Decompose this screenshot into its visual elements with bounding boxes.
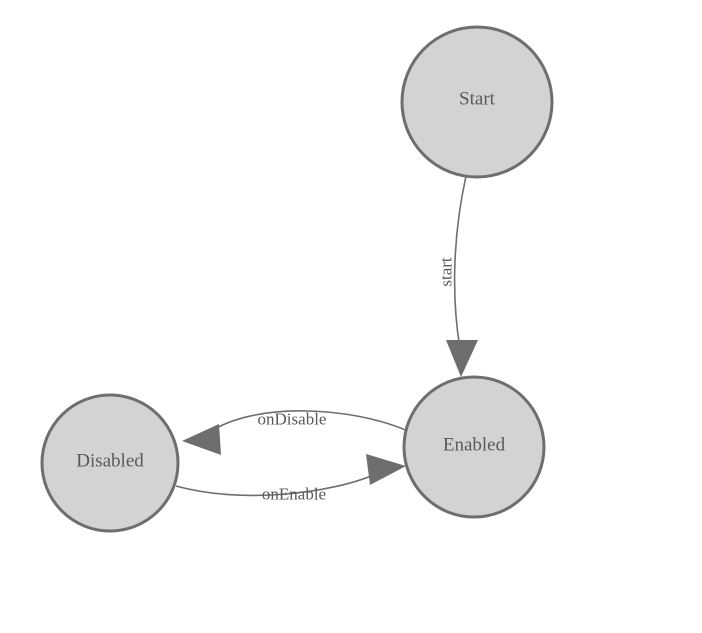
- arrowhead-into-enabled-top: [446, 340, 478, 377]
- arrowhead-into-disabled: [182, 424, 221, 455]
- edge-start-to-enabled[interactable]: start: [437, 175, 479, 377]
- node-start[interactable]: Start: [400, 25, 554, 179]
- node-enabled[interactable]: Enabled: [402, 375, 546, 519]
- arrowhead-into-enabled-left: [366, 454, 406, 485]
- node-disabled-circle: [40, 393, 180, 533]
- node-enabled-circle: [402, 375, 546, 519]
- edge-path-enabled-to-disabled: [209, 410, 409, 433]
- edge-path-disabled-to-enabled: [175, 473, 377, 497]
- node-disabled[interactable]: Disabled: [40, 393, 180, 533]
- edge-label-onenable: onEnable: [262, 485, 326, 504]
- node-start-label: Start: [459, 89, 496, 110]
- edge-label-ondisable: onDisable: [258, 410, 327, 429]
- node-disabled-label: Disabled: [76, 451, 144, 472]
- edge-label-start: start: [437, 257, 456, 287]
- edge-disabled-to-enabled[interactable]: onEnable: [175, 454, 406, 504]
- edge-enabled-to-disabled[interactable]: onDisable: [182, 410, 409, 456]
- edge-path-start-to-enabled: [453, 175, 467, 350]
- node-enabled-label: Enabled: [443, 435, 506, 456]
- node-start-circle: [400, 25, 554, 179]
